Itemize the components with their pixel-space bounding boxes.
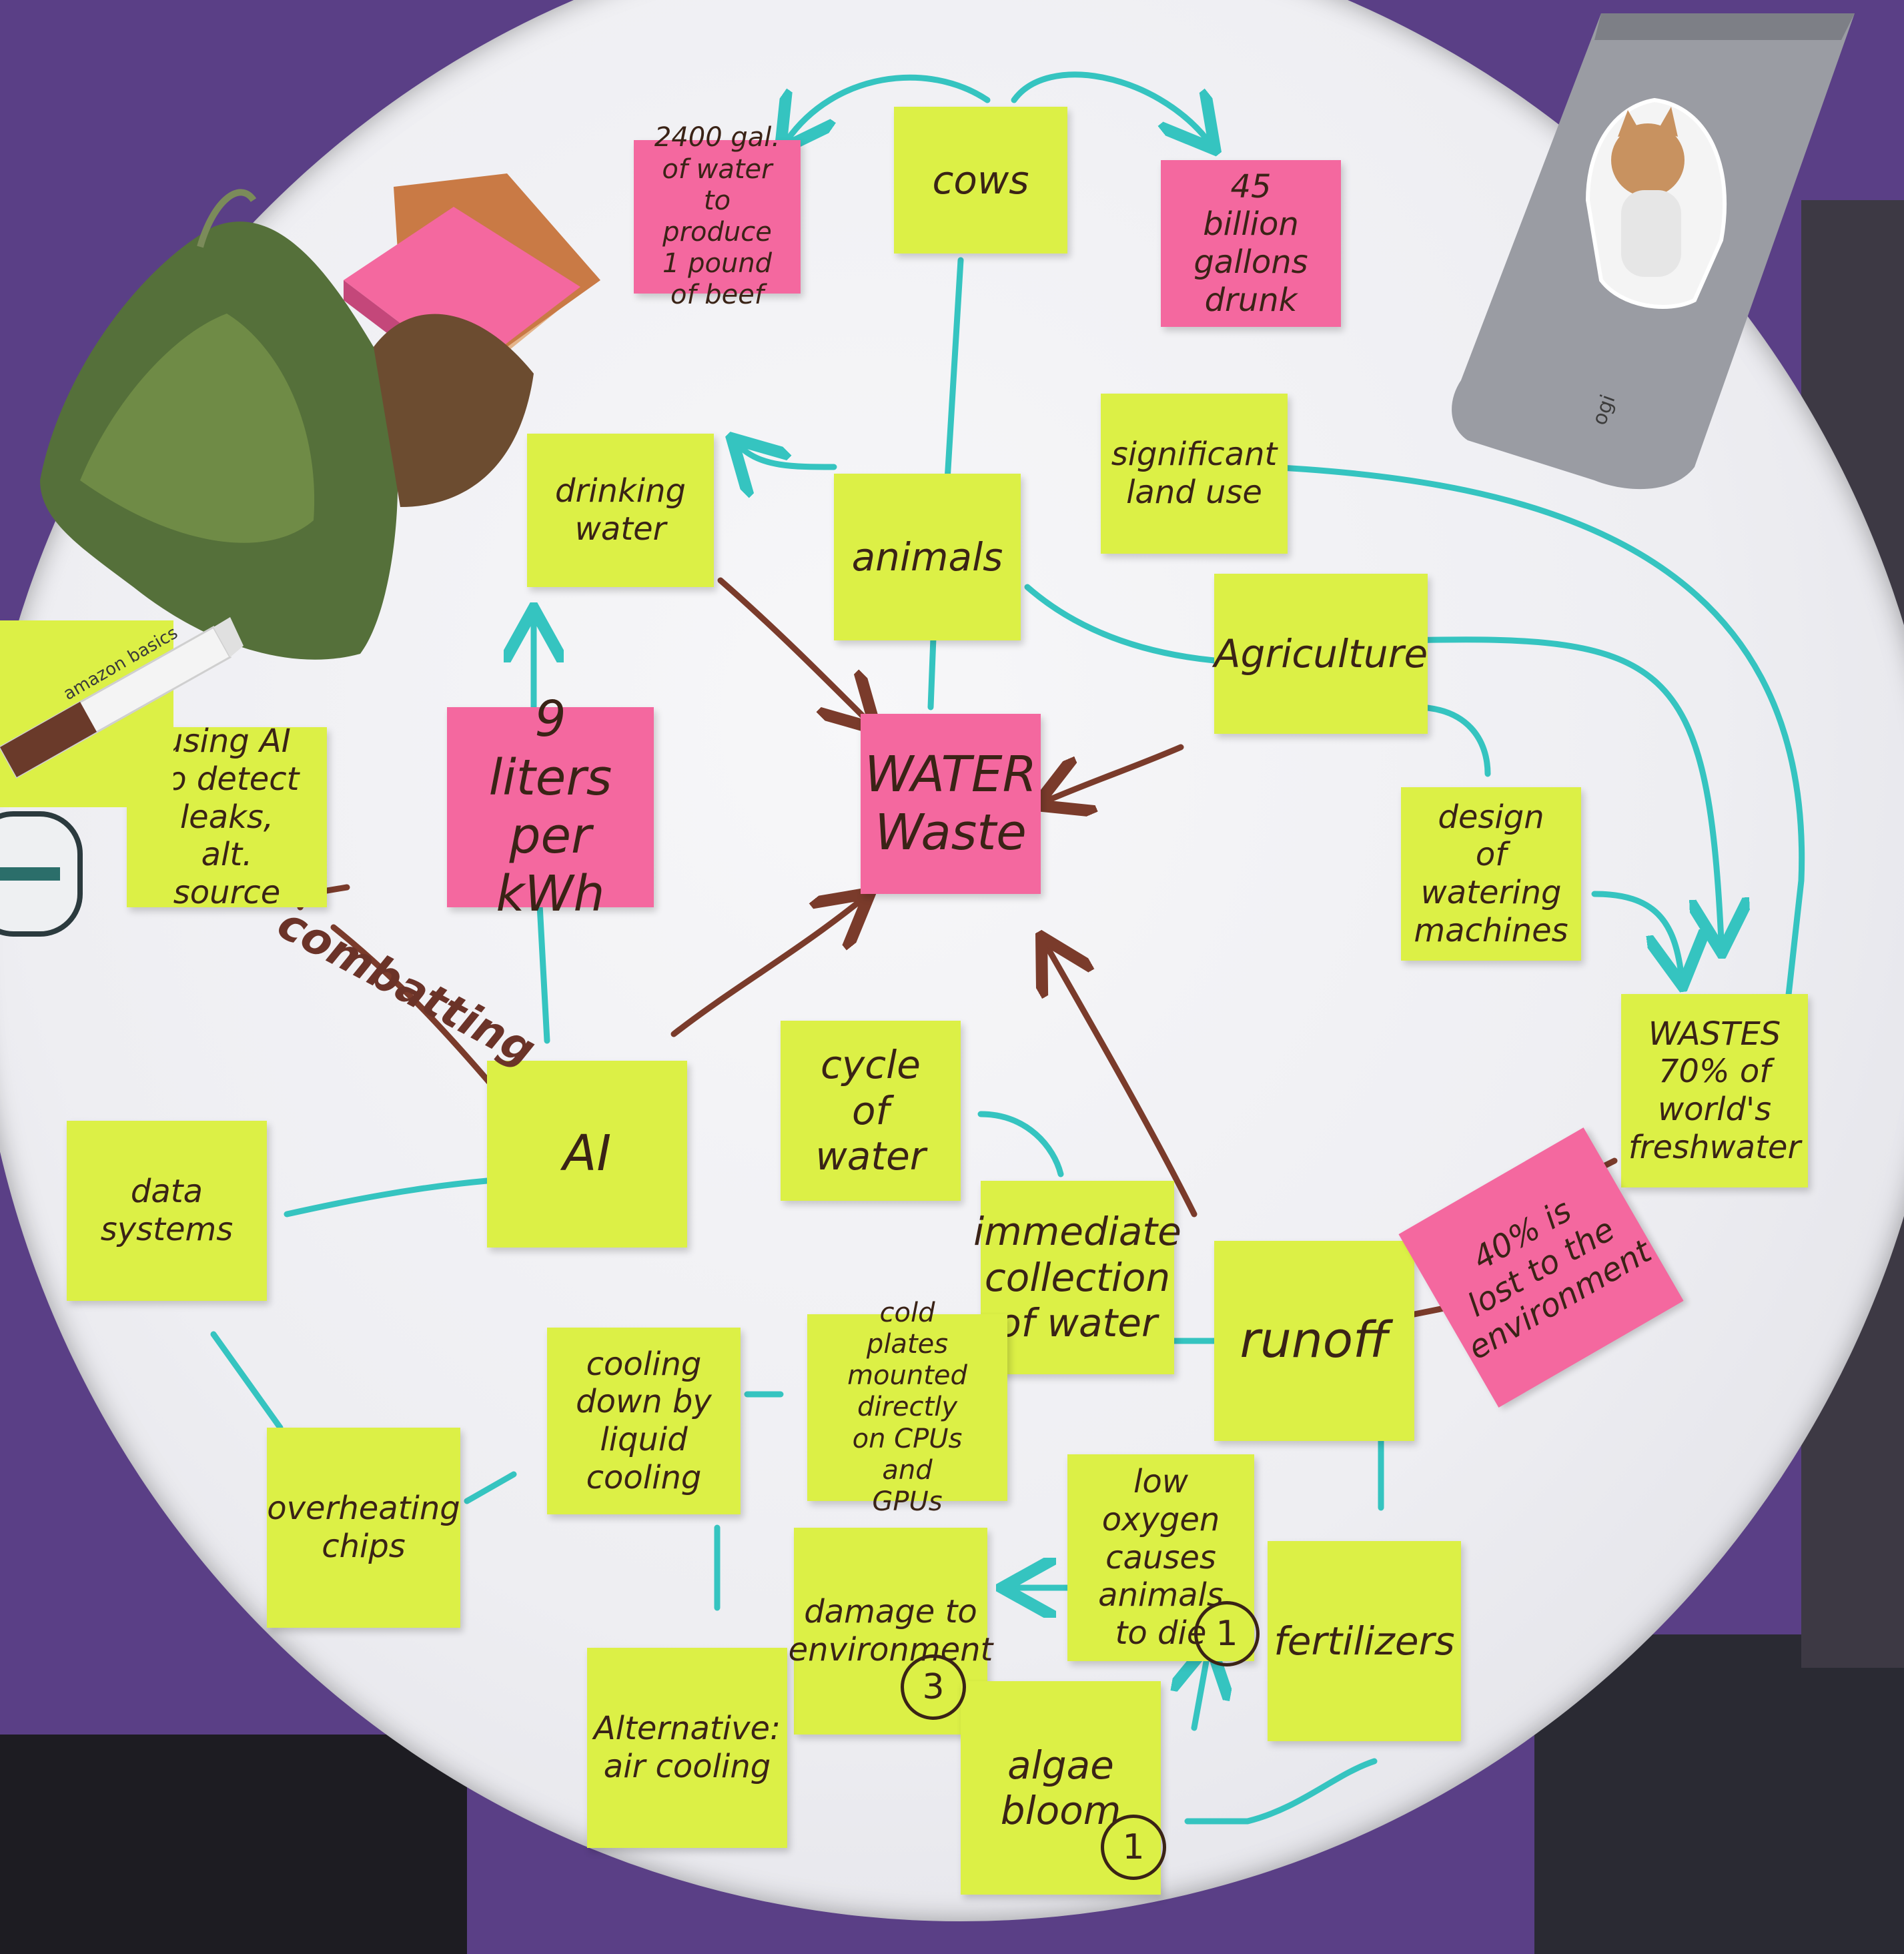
green-towel — [40, 189, 534, 660]
note-significant-land-use: significant land use — [1101, 394, 1288, 554]
arrow-ai-to-water — [670, 901, 861, 1037]
note-cycle-of-water: cycle of water — [781, 1021, 961, 1201]
line-cycle-to-immediate — [977, 1111, 1064, 1177]
note-cooling-liquid: cooling down by liquid cooling — [547, 1328, 741, 1514]
note-cold-plates: cold plates mounted directly on CPUs and… — [807, 1298, 1007, 1517]
dry-erase-marker — [0, 617, 244, 779]
note-water-waste: WATER Waste — [861, 714, 1041, 894]
line-overheating-to-cooling — [464, 1471, 517, 1504]
note-animals: animals — [834, 474, 1021, 640]
note-agriculture: Agriculture — [1214, 574, 1428, 734]
line-cows-to-2400 — [787, 74, 991, 140]
line-cows-to-45billion — [1011, 71, 1208, 140]
line-agriculture-to-wastes70 — [1404, 636, 1721, 941]
note-wastes-70: WASTES 70% of world's freshwater — [1621, 994, 1808, 1187]
note-design-watering: design of watering machines — [1401, 787, 1581, 961]
note-alternative-air-cooling: Alternative: air cooling — [587, 1648, 787, 1848]
note-ai: AI — [487, 1061, 687, 1248]
circled-number-algae: 1 — [1101, 1815, 1166, 1880]
note-overheating-chips: overheating chips — [267, 1428, 460, 1628]
line-datasystems-to-overheating — [210, 1331, 284, 1431]
arrow-runoff-to-water — [1047, 947, 1198, 1217]
combatting-underline — [330, 924, 497, 1091]
note-2400-gallons: 2400 gal. of water to produce 1 pound of… — [634, 122, 801, 310]
note-cows: cows — [894, 107, 1067, 254]
note-data-systems: data systems — [67, 1121, 267, 1301]
line-agriculture-to-design — [1411, 704, 1491, 777]
dark-corner-bottom-left — [0, 1735, 467, 1954]
note-runoff: runoff — [1214, 1241, 1414, 1441]
line-algae-to-lowoxygen — [1194, 1654, 1208, 1731]
marker-holder — [0, 811, 83, 937]
line-design-to-wastes70 — [1591, 891, 1681, 974]
steel-water-bottle — [1452, 13, 1855, 490]
line-ai-to-datasystems — [284, 1177, 490, 1217]
dark-corner-bottom-right — [1534, 1634, 1904, 1954]
note-drinking-water: drinking water — [527, 434, 714, 587]
line-cows-to-animals — [944, 257, 964, 484]
line-animals-to-agriculture — [1024, 584, 1218, 664]
circled-number-damage: 3 — [901, 1654, 966, 1720]
arrow-agriculture-to-water — [1047, 744, 1184, 801]
line-landuse-to-wastes70 — [1264, 464, 1805, 1004]
line-fertilizers-to-algae — [1184, 1758, 1378, 1825]
note-45-billion: 45 billion gallons drunk — [1161, 160, 1341, 327]
note-fertilizers: fertilizers — [1268, 1541, 1461, 1741]
circled-number-low-oxygen: 1 — [1194, 1601, 1260, 1666]
line-animals-to-drinking — [741, 447, 837, 467]
arrow-drinking-to-water — [717, 577, 867, 720]
